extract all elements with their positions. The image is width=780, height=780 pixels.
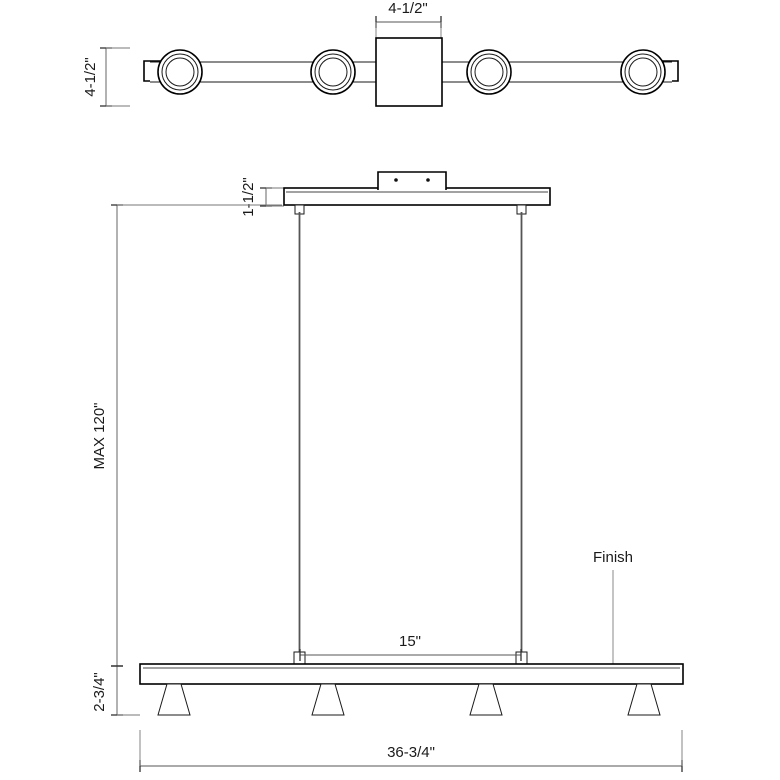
front-view-canopy-plate (283, 187, 551, 206)
dim-label-overall-width: 36-3/4" (387, 744, 435, 761)
dim-cable-spacing: 15" (299, 633, 522, 661)
dim-canopy-height: 1-1/2" (240, 177, 284, 217)
dim-label-canopy-height: 1-1/2" (240, 177, 257, 217)
front-view-main-bar (139, 663, 684, 685)
pendant-shade-2 (311, 683, 345, 716)
top-view-ring-4 (620, 49, 666, 95)
pendant-shade-4 (627, 683, 661, 716)
canopy-screw-left (394, 178, 398, 182)
dim-label-bar-depth: 4-1/2" (82, 57, 99, 97)
dim-bar-depth: 4-1/2" (82, 47, 130, 107)
dim-canopy-width: 4-1/2" (375, 0, 442, 38)
suspension-cable-left (293, 204, 306, 665)
pendant-shade-3 (469, 683, 503, 716)
dim-label-canopy-width: 4-1/2" (388, 0, 428, 17)
top-view-ring-3 (466, 49, 512, 95)
dim-label-max-drop: MAX 120" (91, 402, 108, 469)
annotation-finish: Finish (593, 549, 633, 681)
pendant-shade-1 (157, 683, 191, 716)
front-view-canopy-box (377, 171, 447, 190)
dim-max-drop: MAX 120" (91, 204, 282, 667)
dim-overall-width: 36-3/4" (139, 730, 683, 772)
dim-label-cable-spacing: 15" (399, 633, 421, 650)
top-view-ring-2 (310, 49, 356, 95)
top-view-ring-1 (157, 49, 203, 95)
suspension-cable-right (515, 204, 528, 665)
top-view-canopy-block (375, 37, 443, 107)
dim-bar-height: 2-3/4" (91, 665, 140, 716)
dim-label-bar-height: 2-3/4" (91, 672, 108, 712)
front-view-group: 1-1/2" MAX 120" (91, 171, 684, 772)
canopy-screw-right (426, 178, 430, 182)
annotation-label-finish: Finish (593, 549, 633, 566)
top-view-group: 4-1/2" 4-1/2" (82, 0, 679, 107)
